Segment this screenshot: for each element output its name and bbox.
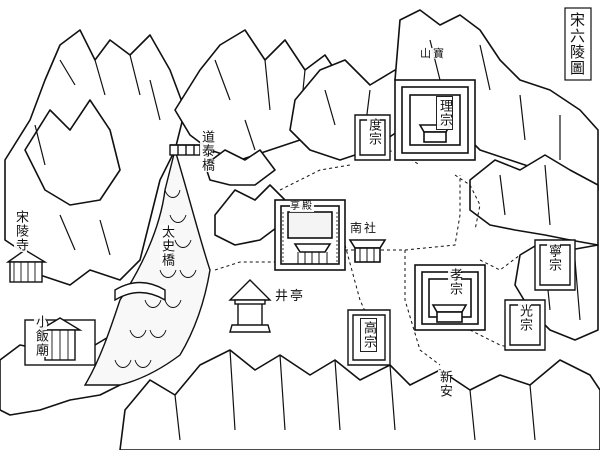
label-taizhi: 太史橋 [159, 225, 174, 267]
mountains [0, 9, 600, 450]
label-nanshe: 南社 [350, 221, 379, 235]
label-ningzong: 寧宗 [546, 244, 561, 272]
label-yijishi: 宋陵寺 [13, 210, 28, 252]
label-shouzong: 孝宗 [447, 268, 462, 296]
label-lizong: 理宗 [436, 96, 453, 130]
label-gaozong: 高宗 [360, 318, 377, 352]
title-frame [564, 7, 592, 81]
label-daoqiao: 道泰橋 [199, 130, 214, 172]
lizong-compound [394, 79, 476, 161]
well-pavilion [228, 279, 272, 333]
map-title: 宋六陵圖 [568, 12, 586, 76]
label-zhaozaosi: 小飯廟 [33, 315, 48, 357]
label-shendao: 享殿 [290, 201, 314, 212]
label-jingting: 井亭 [275, 289, 306, 304]
bridges [114, 144, 201, 302]
river [83, 147, 211, 386]
label-guangzong: 光宗 [517, 304, 532, 332]
label-duzong: 度宗 [366, 118, 381, 146]
label-xinan: 新安 [437, 370, 452, 398]
label-baoshan: 山寶 [420, 47, 446, 60]
